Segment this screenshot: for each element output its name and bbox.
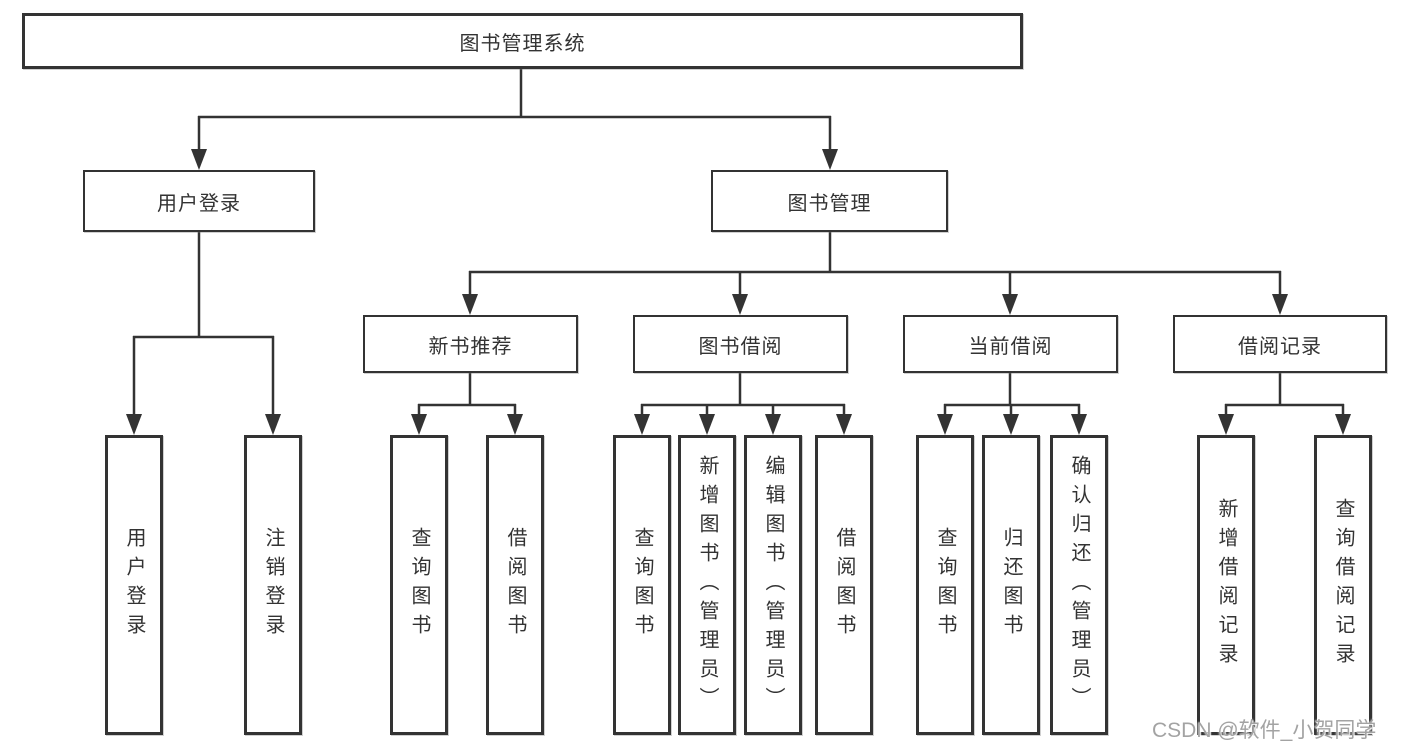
node-new-book-recommend-label: 新书推荐	[428, 335, 513, 358]
leaf-borrow-book-borrowing-label: 借阅图书	[833, 527, 855, 643]
leaf-logout: 注销登录	[244, 435, 302, 735]
leaf-query-book-current-label: 查询图书	[934, 527, 956, 643]
leaf-user-login: 用户登录	[105, 435, 163, 735]
node-borrow-records: 借阅记录	[1173, 315, 1387, 373]
node-root-label: 图书管理系统	[459, 32, 586, 55]
node-book-management-label: 图书管理	[787, 192, 872, 215]
leaf-return-book-label: 归还图书	[1000, 527, 1022, 643]
leaf-confirm-return-admin: 确认归还（管理员）	[1050, 435, 1108, 735]
node-book-borrowing-label: 图书借阅	[698, 335, 783, 358]
node-user-login-label: 用户登录	[157, 192, 241, 215]
leaf-confirm-return-admin-label: 确认归还（管理员）	[1068, 454, 1090, 716]
node-new-book-recommend: 新书推荐	[363, 315, 578, 373]
leaf-add-borrow-record: 新增借阅记录	[1197, 435, 1255, 735]
leaf-borrow-book-recommend-label: 借阅图书	[504, 527, 526, 643]
node-user-login: 用户登录	[83, 170, 315, 232]
node-root-library-system: 图书管理系统	[22, 13, 1023, 69]
leaf-query-borrow-record: 查询借阅记录	[1314, 435, 1372, 735]
leaf-query-book-recommend-label: 查询图书	[408, 527, 430, 643]
node-book-management: 图书管理	[711, 170, 948, 232]
leaf-query-book-borrowing: 查询图书	[613, 435, 671, 735]
leaf-add-borrow-record-label: 新增借阅记录	[1215, 498, 1237, 672]
leaf-logout-label: 注销登录	[262, 527, 284, 643]
leaf-add-book-admin-label: 新增图书（管理员）	[696, 454, 718, 716]
leaf-query-borrow-record-label: 查询借阅记录	[1332, 498, 1354, 672]
leaf-borrow-book-recommend: 借阅图书	[486, 435, 544, 735]
leaf-edit-book-admin: 编辑图书（管理员）	[744, 435, 802, 735]
leaf-user-login-label: 用户登录	[123, 527, 145, 643]
leaf-query-book-recommend: 查询图书	[390, 435, 448, 735]
node-current-borrowing-label: 当前借阅	[968, 335, 1053, 358]
leaf-edit-book-admin-label: 编辑图书（管理员）	[762, 454, 784, 716]
leaf-query-book-borrowing-label: 查询图书	[631, 527, 653, 643]
leaf-query-book-current: 查询图书	[916, 435, 974, 735]
leaf-borrow-book-borrowing: 借阅图书	[815, 435, 873, 735]
node-book-borrowing: 图书借阅	[633, 315, 848, 373]
csdn-watermark: CSDN @软件_小贺同学	[1152, 719, 1377, 742]
node-borrow-records-label: 借阅记录	[1238, 335, 1322, 358]
leaf-add-book-admin: 新增图书（管理员）	[678, 435, 736, 735]
node-current-borrowing: 当前借阅	[903, 315, 1118, 373]
leaf-return-book: 归还图书	[982, 435, 1040, 735]
